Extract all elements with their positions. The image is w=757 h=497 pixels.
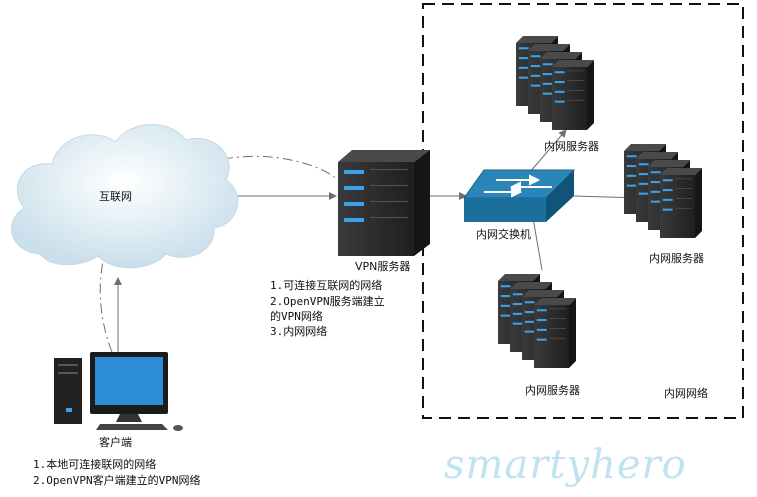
client-note-2: 2.OpenVPN客户端建立的VPN网络 bbox=[33, 473, 200, 487]
server-icon-right bbox=[624, 144, 702, 238]
vpn-note-1: 1.可连接互联网的网络 bbox=[270, 278, 382, 292]
vpn-note-4: 3.内网网络 bbox=[270, 324, 327, 338]
label-switch: 内网交换机 bbox=[476, 227, 531, 241]
label-client: 客户端 bbox=[99, 435, 132, 449]
vpn-note-2: 2.OpenVPN服务端建立 bbox=[270, 294, 385, 308]
switch-icon bbox=[463, 169, 576, 222]
desktop-pc-icon bbox=[54, 352, 183, 431]
cloud-icon bbox=[10, 124, 239, 269]
link-switch-top-server bbox=[529, 129, 567, 173]
vpn-note-3: 的VPN网络 bbox=[270, 309, 323, 323]
server-icon-top bbox=[516, 36, 594, 130]
label-internet: 互联网 bbox=[99, 190, 132, 203]
link-switch-bottom-server bbox=[532, 217, 543, 271]
label-lan-zone: 内网网络 bbox=[664, 386, 708, 400]
client-note-1: 1.本地可连接联网的网络 bbox=[33, 457, 156, 471]
label-lan-server-bottom: 内网服务器 bbox=[525, 383, 580, 397]
server-icon-bottom bbox=[498, 274, 576, 368]
watermark-text: smartyhero bbox=[444, 442, 687, 488]
label-vpn-server: VPN服务器 bbox=[355, 260, 410, 273]
label-lan-server-top: 内网服务器 bbox=[544, 139, 599, 153]
vpn-server-icon bbox=[338, 150, 430, 256]
label-lan-server-right: 内网服务器 bbox=[649, 251, 704, 265]
